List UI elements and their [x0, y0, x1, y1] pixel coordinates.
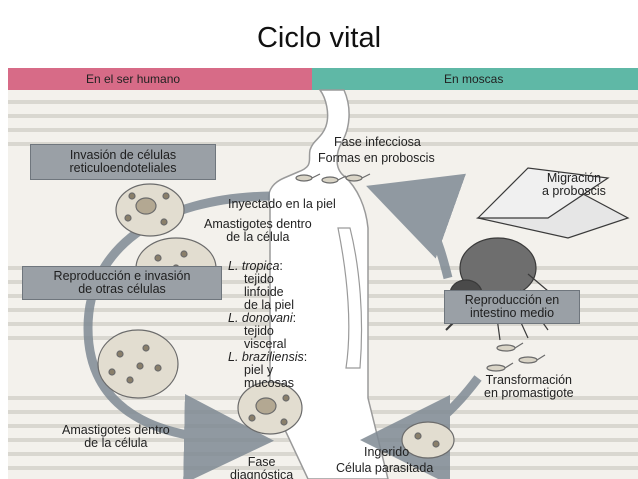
label-species-list: L. tropica: tejido linfoide de la piel L… — [228, 260, 307, 390]
cycle-arrow-top-right — [366, 173, 467, 280]
label-amastigotes-lower-line1: Amastigotes dentro — [62, 423, 170, 437]
species-l-tropica-colon: : — [279, 259, 283, 273]
box-invasion-line2: reticuloendoteliales — [69, 161, 177, 175]
label-celula-parasitada: Célula parasitada — [336, 461, 434, 475]
label-amastigotes-lower-line2: de la célula — [84, 436, 148, 450]
human-silhouette — [267, 89, 389, 479]
label-fase-infecciosa: Fase infecciosa — [334, 135, 421, 149]
species-l-tropica: L. tropica — [228, 259, 280, 273]
cell-cluster-middle — [97, 237, 217, 399]
label-amastigotes-upper-line2: de la célula — [226, 230, 290, 244]
promastigotes-lower — [486, 342, 546, 372]
species-l-tropica-desc1: tejido — [244, 272, 274, 286]
species-l-donovani-desc1: tejido — [244, 324, 274, 338]
label-amastigotes-lower: Amastigotes dentro de la célula — [62, 424, 170, 450]
life-cycle-diagram: En el ser humano En moscas — [8, 68, 638, 479]
label-amastigotes-upper: Amastigotes dentro de la célula — [204, 218, 312, 244]
box-invasion-reticuloendothelial: Invasión de células reticuloendoteliales — [30, 144, 216, 180]
box-reproduction-invasion: Reproducción e invasión de otras células — [22, 266, 222, 300]
box-midgut-line2: intestino medio — [469, 306, 555, 320]
label-transformacion: Transformación en promastigote — [484, 374, 574, 400]
species-l-braziliensis-desc2: mucosas — [244, 376, 295, 390]
box-reproduction-line1: Reproducción e invasión — [53, 269, 191, 283]
fly-header: En moscas — [312, 68, 638, 90]
species-l-braziliensis-colon: : — [303, 350, 308, 364]
label-migracion: Migración a proboscis — [542, 172, 606, 198]
label-migracion-line1: Migración — [546, 171, 602, 185]
promastigotes-top — [295, 173, 371, 184]
cell-cluster-lower — [237, 381, 303, 435]
label-formas-proboscis: Formas en proboscis — [318, 151, 435, 165]
parasitized-cell — [401, 421, 455, 459]
species-l-donovani-desc2: visceral — [244, 337, 287, 351]
label-fase-diagnostica: Fase diagnóstica — [230, 456, 293, 479]
species-l-tropica-desc3: de la piel — [244, 298, 295, 312]
label-migracion-line2: a proboscis — [542, 184, 606, 198]
box-reproduction-line2: de otras células — [78, 282, 166, 296]
arm-outline — [337, 227, 363, 369]
label-transformacion-line2: en promastigote — [484, 386, 574, 400]
human-header: En el ser humano — [8, 68, 312, 90]
label-fase-diagnostica-line2: diagnóstica — [230, 468, 294, 479]
box-invasion-line1: Invasión de células — [69, 148, 177, 162]
label-inyectado: Inyectado en la piel — [228, 197, 336, 211]
label-fase-diagnostica-line1: Fase — [247, 455, 276, 469]
box-midgut-line1: Reproducción en — [464, 293, 560, 307]
label-transformacion-line1: Transformación — [485, 373, 572, 387]
species-l-braziliensis-desc1: piel y — [244, 363, 274, 377]
cell-cluster-upper — [115, 183, 185, 237]
species-l-tropica-desc2: linfoide — [244, 285, 284, 299]
label-amastigotes-upper-line1: Amastigotes dentro — [204, 217, 312, 231]
box-reproduction-midgut: Reproducción en intestino medio — [444, 290, 580, 324]
species-l-donovani-colon: : — [292, 311, 297, 325]
species-l-braziliensis: L. braziliensis — [228, 350, 304, 364]
slide-title: Ciclo vital — [256, 22, 382, 54]
species-l-donovani: L. donovani — [228, 311, 293, 325]
label-ingerido: Ingerido — [364, 445, 410, 459]
